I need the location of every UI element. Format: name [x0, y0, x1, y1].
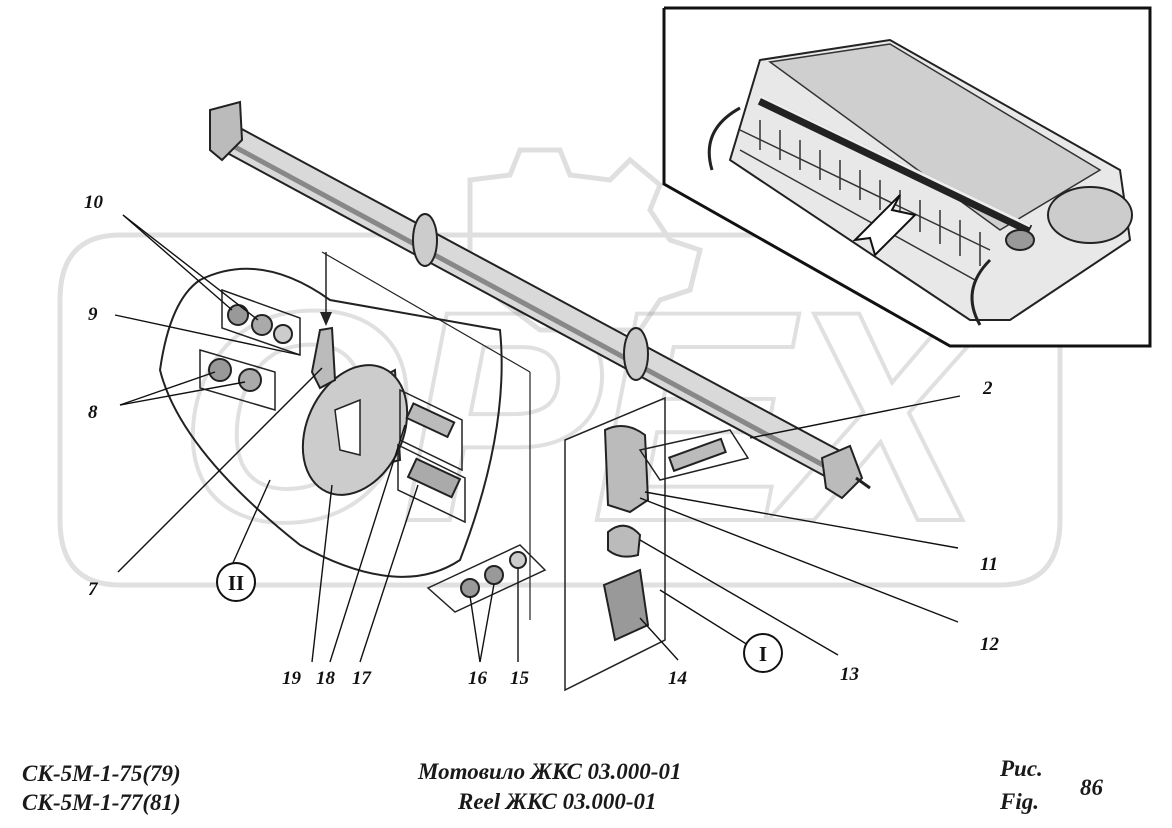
- callout-17: 17: [352, 668, 373, 689]
- figure-label-en: Fig.: [1000, 789, 1039, 814]
- reel-flange-right: [820, 444, 864, 500]
- detail-marker-I: [743, 633, 783, 673]
- guide-line-II: [321, 251, 531, 373]
- callout-18: 18: [316, 668, 336, 689]
- nut-16b: [484, 565, 504, 585]
- plate-19-slot: [334, 398, 361, 456]
- reel-flange-left: [209, 100, 244, 162]
- reel-support-ring-2: [623, 327, 649, 381]
- leader-lines: [114, 214, 961, 663]
- bolt-panel-11: [638, 429, 750, 481]
- nut-8b: [238, 368, 262, 392]
- detail-II-assembly: [158, 251, 531, 620]
- detail-I-frame: [564, 396, 666, 692]
- callout-10: 10: [84, 192, 104, 213]
- model-code-2: СК-5М-1-77(81): [22, 790, 181, 815]
- bolt-11: [667, 437, 727, 473]
- figure-label-ru: Рис.: [1000, 756, 1043, 781]
- clamp-11: [603, 425, 650, 514]
- callout-16: 16: [468, 668, 488, 689]
- callout-2: 2: [982, 378, 993, 399]
- callout-12: 12: [980, 634, 1000, 655]
- reel-tines-inset: [739, 120, 991, 281]
- bolt-panel-17: [397, 443, 466, 524]
- detail-I-assembly: [426, 396, 750, 692]
- figure-title-en: Reel ЖКС 03.000-01: [458, 789, 657, 814]
- nut-panel-16: [426, 544, 547, 613]
- reel-divider-right: [970, 258, 992, 326]
- detail-marker-II-text: II: [228, 571, 244, 595]
- nut-16a: [460, 578, 480, 598]
- callout-13: 13: [840, 664, 859, 685]
- link-arrow-head: [320, 312, 332, 326]
- figure-title-ru: Мотовило ЖКС 03.000-01: [418, 759, 682, 784]
- callout-14: 14: [668, 668, 687, 689]
- figure-number: 86: [1080, 775, 1103, 800]
- harvester-header-inset: [662, 6, 1152, 348]
- washer-panel-8: [199, 348, 276, 412]
- washer-15: [509, 551, 527, 569]
- reel-divider-left: [707, 106, 741, 171]
- reel-tube-shade: [220, 137, 838, 475]
- nut-10c: [273, 324, 293, 344]
- callout-11: 11: [980, 554, 998, 575]
- holder-14: [602, 568, 650, 642]
- callout-7: 7: [88, 579, 99, 600]
- reel-shaft-stub: [855, 476, 871, 490]
- reel-tube: [209, 100, 871, 500]
- callout-15: 15: [510, 668, 530, 689]
- nut-10a: [227, 304, 249, 326]
- detail-marker-II: [216, 562, 256, 602]
- reel-support-ring-1: [412, 213, 438, 267]
- side-drive-hub: [1005, 229, 1035, 251]
- pointer-arrow: [852, 194, 918, 257]
- bolt-17: [406, 457, 462, 499]
- callout-8: 8: [88, 402, 98, 423]
- callout-19: 19: [282, 668, 302, 689]
- bolt-18: [405, 402, 456, 439]
- reel-tube-highlight: [759, 94, 1031, 228]
- nut-8a: [208, 358, 232, 382]
- detail-marker-I-text: I: [759, 642, 767, 666]
- bolt-panel-18: [399, 388, 463, 472]
- side-drive-disc: [1047, 186, 1133, 244]
- callout-9: 9: [88, 304, 98, 325]
- model-code-1: СК-5М-1-75(79): [22, 761, 181, 786]
- bushing-12: [607, 524, 642, 558]
- reel-tube-inset: [757, 95, 1033, 235]
- watermark-gear: [467, 147, 703, 333]
- detail-II-outline: [158, 267, 503, 578]
